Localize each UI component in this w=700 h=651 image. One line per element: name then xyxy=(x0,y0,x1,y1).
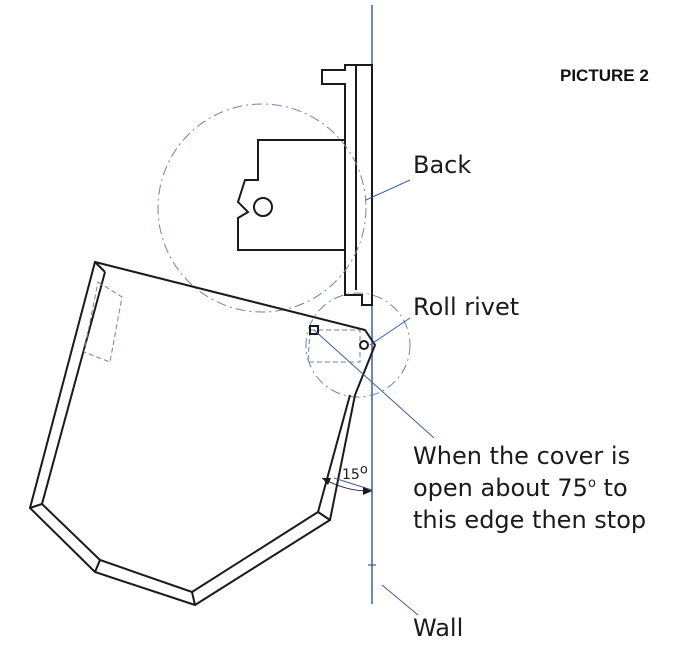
rivet-swing-circle xyxy=(305,292,411,398)
note-line-1: When the cover is xyxy=(413,442,631,470)
back-pivot-hole xyxy=(253,197,273,217)
back-swing-circle xyxy=(157,103,367,313)
angle-label: 15o xyxy=(342,463,368,483)
angle-degree-symbol: o xyxy=(359,462,368,478)
note-line-2: open about 75o to xyxy=(413,472,646,504)
angle-value: 15 xyxy=(342,467,360,483)
note-line-3: this edge then stop xyxy=(413,506,647,534)
back-label: Back xyxy=(413,151,472,179)
angle-arrowhead-left xyxy=(322,478,331,485)
hidden-features xyxy=(83,281,361,363)
angle-arrowhead-right xyxy=(363,487,372,495)
cover-body xyxy=(28,260,377,607)
back-plate xyxy=(236,64,373,306)
instruction-note: When the cover is open about 75o to this… xyxy=(413,440,646,536)
leader-lines xyxy=(313,179,435,616)
roll-rivet-points xyxy=(309,325,369,350)
wall-label: Wall xyxy=(413,614,464,642)
note-line-2-text: open about 75 xyxy=(413,474,588,502)
degree-symbol: o xyxy=(587,476,596,491)
note-line-2-end: to xyxy=(595,474,628,502)
roll-rivet-label: Roll rivet xyxy=(413,293,520,321)
picture-title: PICTURE 2 xyxy=(560,66,649,85)
